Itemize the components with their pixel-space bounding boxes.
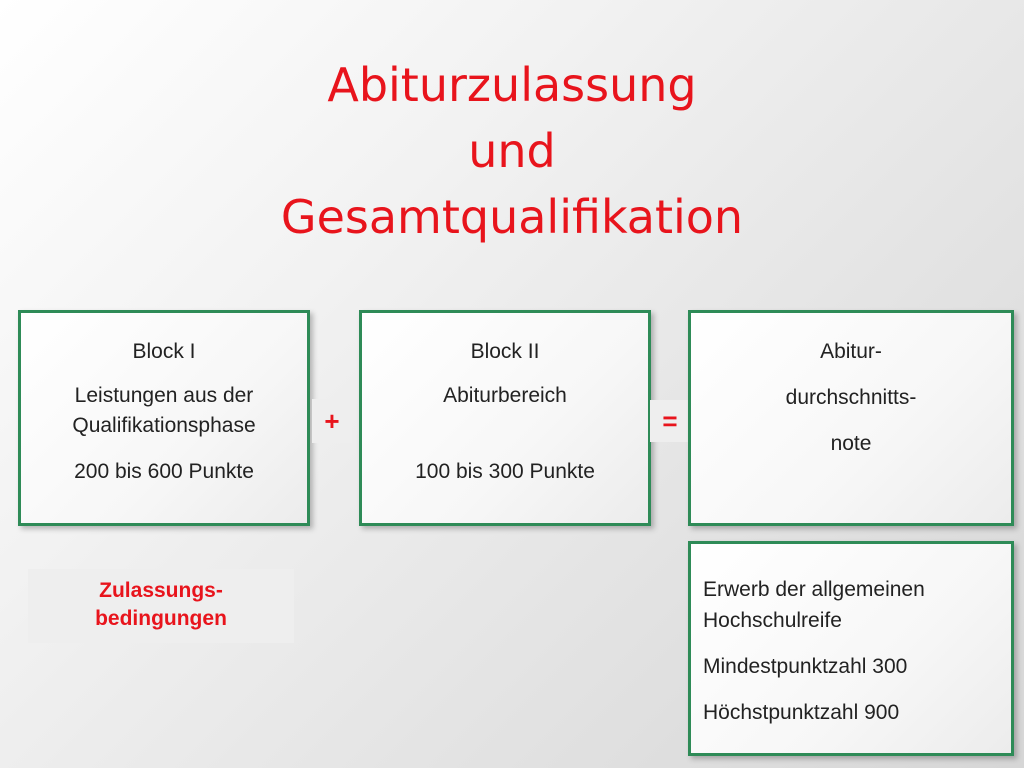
result-line-2: durchschnitts- (785, 386, 917, 409)
conditions-line-3: Mindestpunktzahl 300 (703, 655, 908, 678)
block-2-points: 100 bis 300 Punkte (415, 460, 595, 483)
block-1-box: Block I Leistungen aus der Qualifikation… (18, 310, 310, 526)
zulassung-line-1: Zulassungs- (99, 579, 223, 602)
block-1-desc-line-1: Leistungen aus der (74, 384, 254, 407)
conditions-box: Erwerb der allgemeinen Hochschulreife Mi… (688, 541, 1014, 756)
block-2-desc: Abiturbereich (443, 384, 567, 407)
title-line-1: Abiturzulassung (327, 58, 697, 112)
block-2-heading: Block II (470, 340, 540, 363)
result-line-1: Abitur- (820, 340, 882, 363)
equals-operator: = (650, 400, 690, 442)
result-box: Abitur- durchschnitts- note (688, 310, 1014, 526)
block-1-desc-line-2: Qualifikationsphase (72, 414, 256, 437)
conditions-line-1: Erwerb der allgemeinen (703, 578, 925, 601)
page-title: Abiturzulassung und Gesamtqualifikation (0, 52, 1024, 250)
conditions-line-4: Höchstpunktzahl 900 (703, 701, 900, 724)
title-line-2: und (468, 124, 556, 178)
block-1-points: 200 bis 600 Punkte (74, 460, 254, 483)
conditions-line-2: Hochschulreife (703, 609, 842, 632)
result-line-3: note (830, 432, 872, 455)
plus-operator: + (312, 399, 352, 443)
block-1-heading: Block I (132, 340, 196, 363)
block-2-box: Block II Abiturbereich 100 bis 300 Punkt… (359, 310, 651, 526)
zulassung-line-2: bedingungen (95, 607, 227, 630)
title-line-3: Gesamtqualifikation (280, 190, 744, 244)
zulassungsbedingungen-label: Zulassungs- bedingungen (28, 569, 294, 643)
